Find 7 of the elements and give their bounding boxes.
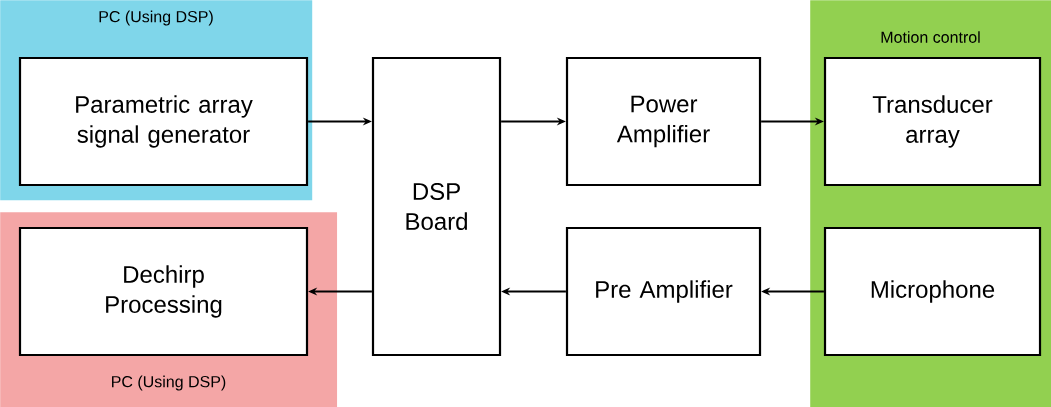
process-box: Power Amplifier <box>565 56 762 187</box>
process-box: Transducer array <box>823 56 1042 187</box>
process-box: DSP Board <box>371 56 502 357</box>
process-box: Microphone <box>823 226 1042 357</box>
process-box: Pre Amplifier <box>565 226 762 357</box>
process-box: Parametric array signal generator <box>18 56 309 187</box>
process-box: Dechirp Processing <box>18 226 309 357</box>
